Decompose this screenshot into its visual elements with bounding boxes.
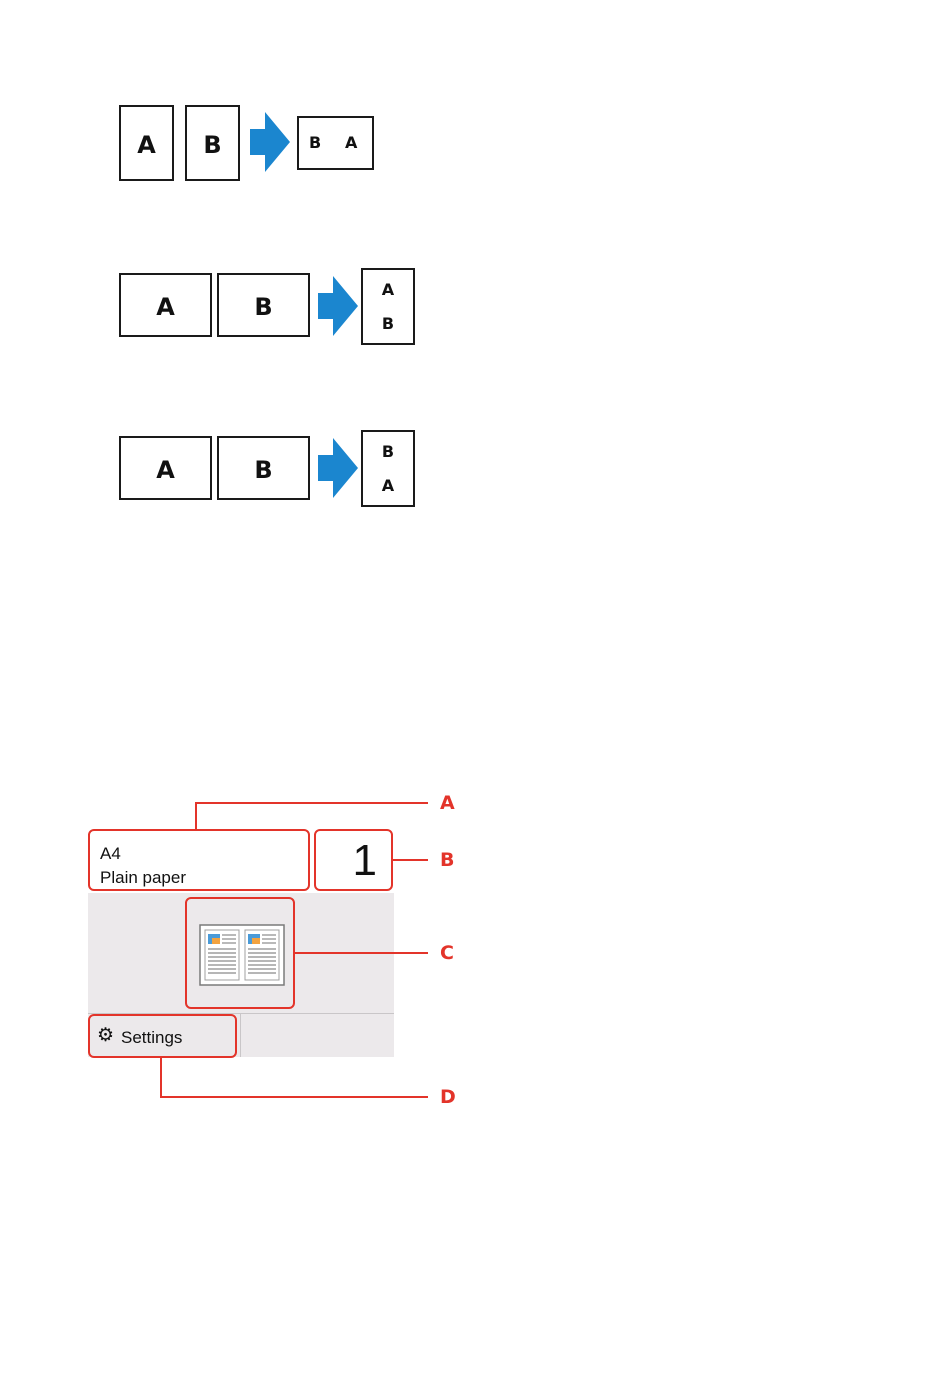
- output-sheet-portrait: A B: [361, 268, 415, 345]
- sheet-letter: B: [363, 316, 413, 332]
- callout-label-d: D: [440, 1088, 456, 1107]
- sheet-letter: B: [219, 458, 308, 482]
- arrow-right-icon: [318, 276, 358, 336]
- callout-label-b: B: [440, 851, 454, 870]
- sheet-letter: A: [363, 478, 413, 494]
- source-sheet-b: B: [217, 436, 310, 500]
- sheet-letter: B: [363, 444, 413, 460]
- callout-line-c: [295, 952, 428, 954]
- arrow-right-icon: [250, 112, 290, 172]
- bottom-bar-divider: [240, 1013, 241, 1057]
- settings-button[interactable]: ⚙ Settings: [88, 1014, 237, 1058]
- settings-label: Settings: [121, 1028, 182, 1048]
- output-sheet-landscape: B A: [297, 116, 374, 170]
- sheet-letter: B: [219, 295, 308, 319]
- callout-line-d-vertical: [160, 1058, 162, 1098]
- source-sheet-b: B: [185, 105, 240, 181]
- callout-line-a-horizontal: [195, 802, 428, 804]
- layout-preview-button[interactable]: [185, 897, 295, 1009]
- source-sheet-b: B: [217, 273, 310, 337]
- paper-settings-button[interactable]: A4 Plain paper: [88, 829, 310, 891]
- callout-line-d-horizontal: [160, 1096, 428, 1098]
- callout-label-a: A: [440, 794, 455, 813]
- source-sheet-a: A: [119, 436, 212, 500]
- callout-label-c: C: [440, 944, 454, 963]
- source-sheet-a: A: [119, 105, 174, 181]
- sheet-letter: B: [187, 133, 238, 157]
- sheet-letter: A: [363, 282, 413, 298]
- callout-line-a-vertical: [195, 802, 197, 829]
- output-sheet-portrait: B A: [361, 430, 415, 507]
- arrow-right-icon: [318, 438, 358, 498]
- two-on-one-layout-icon: [199, 924, 285, 986]
- callout-line-b: [393, 859, 428, 861]
- sheet-letter: A: [121, 133, 172, 157]
- paper-size-label: A4: [100, 844, 121, 864]
- copies-count: 1: [353, 839, 377, 883]
- gear-icon: ⚙: [97, 1026, 114, 1045]
- sheet-letter: A: [345, 135, 357, 151]
- sheet-letter: A: [121, 295, 210, 319]
- sheet-letter: A: [121, 458, 210, 482]
- paper-type-label: Plain paper: [100, 868, 186, 888]
- copies-button[interactable]: 1: [314, 829, 393, 891]
- sheet-letter: B: [309, 135, 321, 151]
- source-sheet-a: A: [119, 273, 212, 337]
